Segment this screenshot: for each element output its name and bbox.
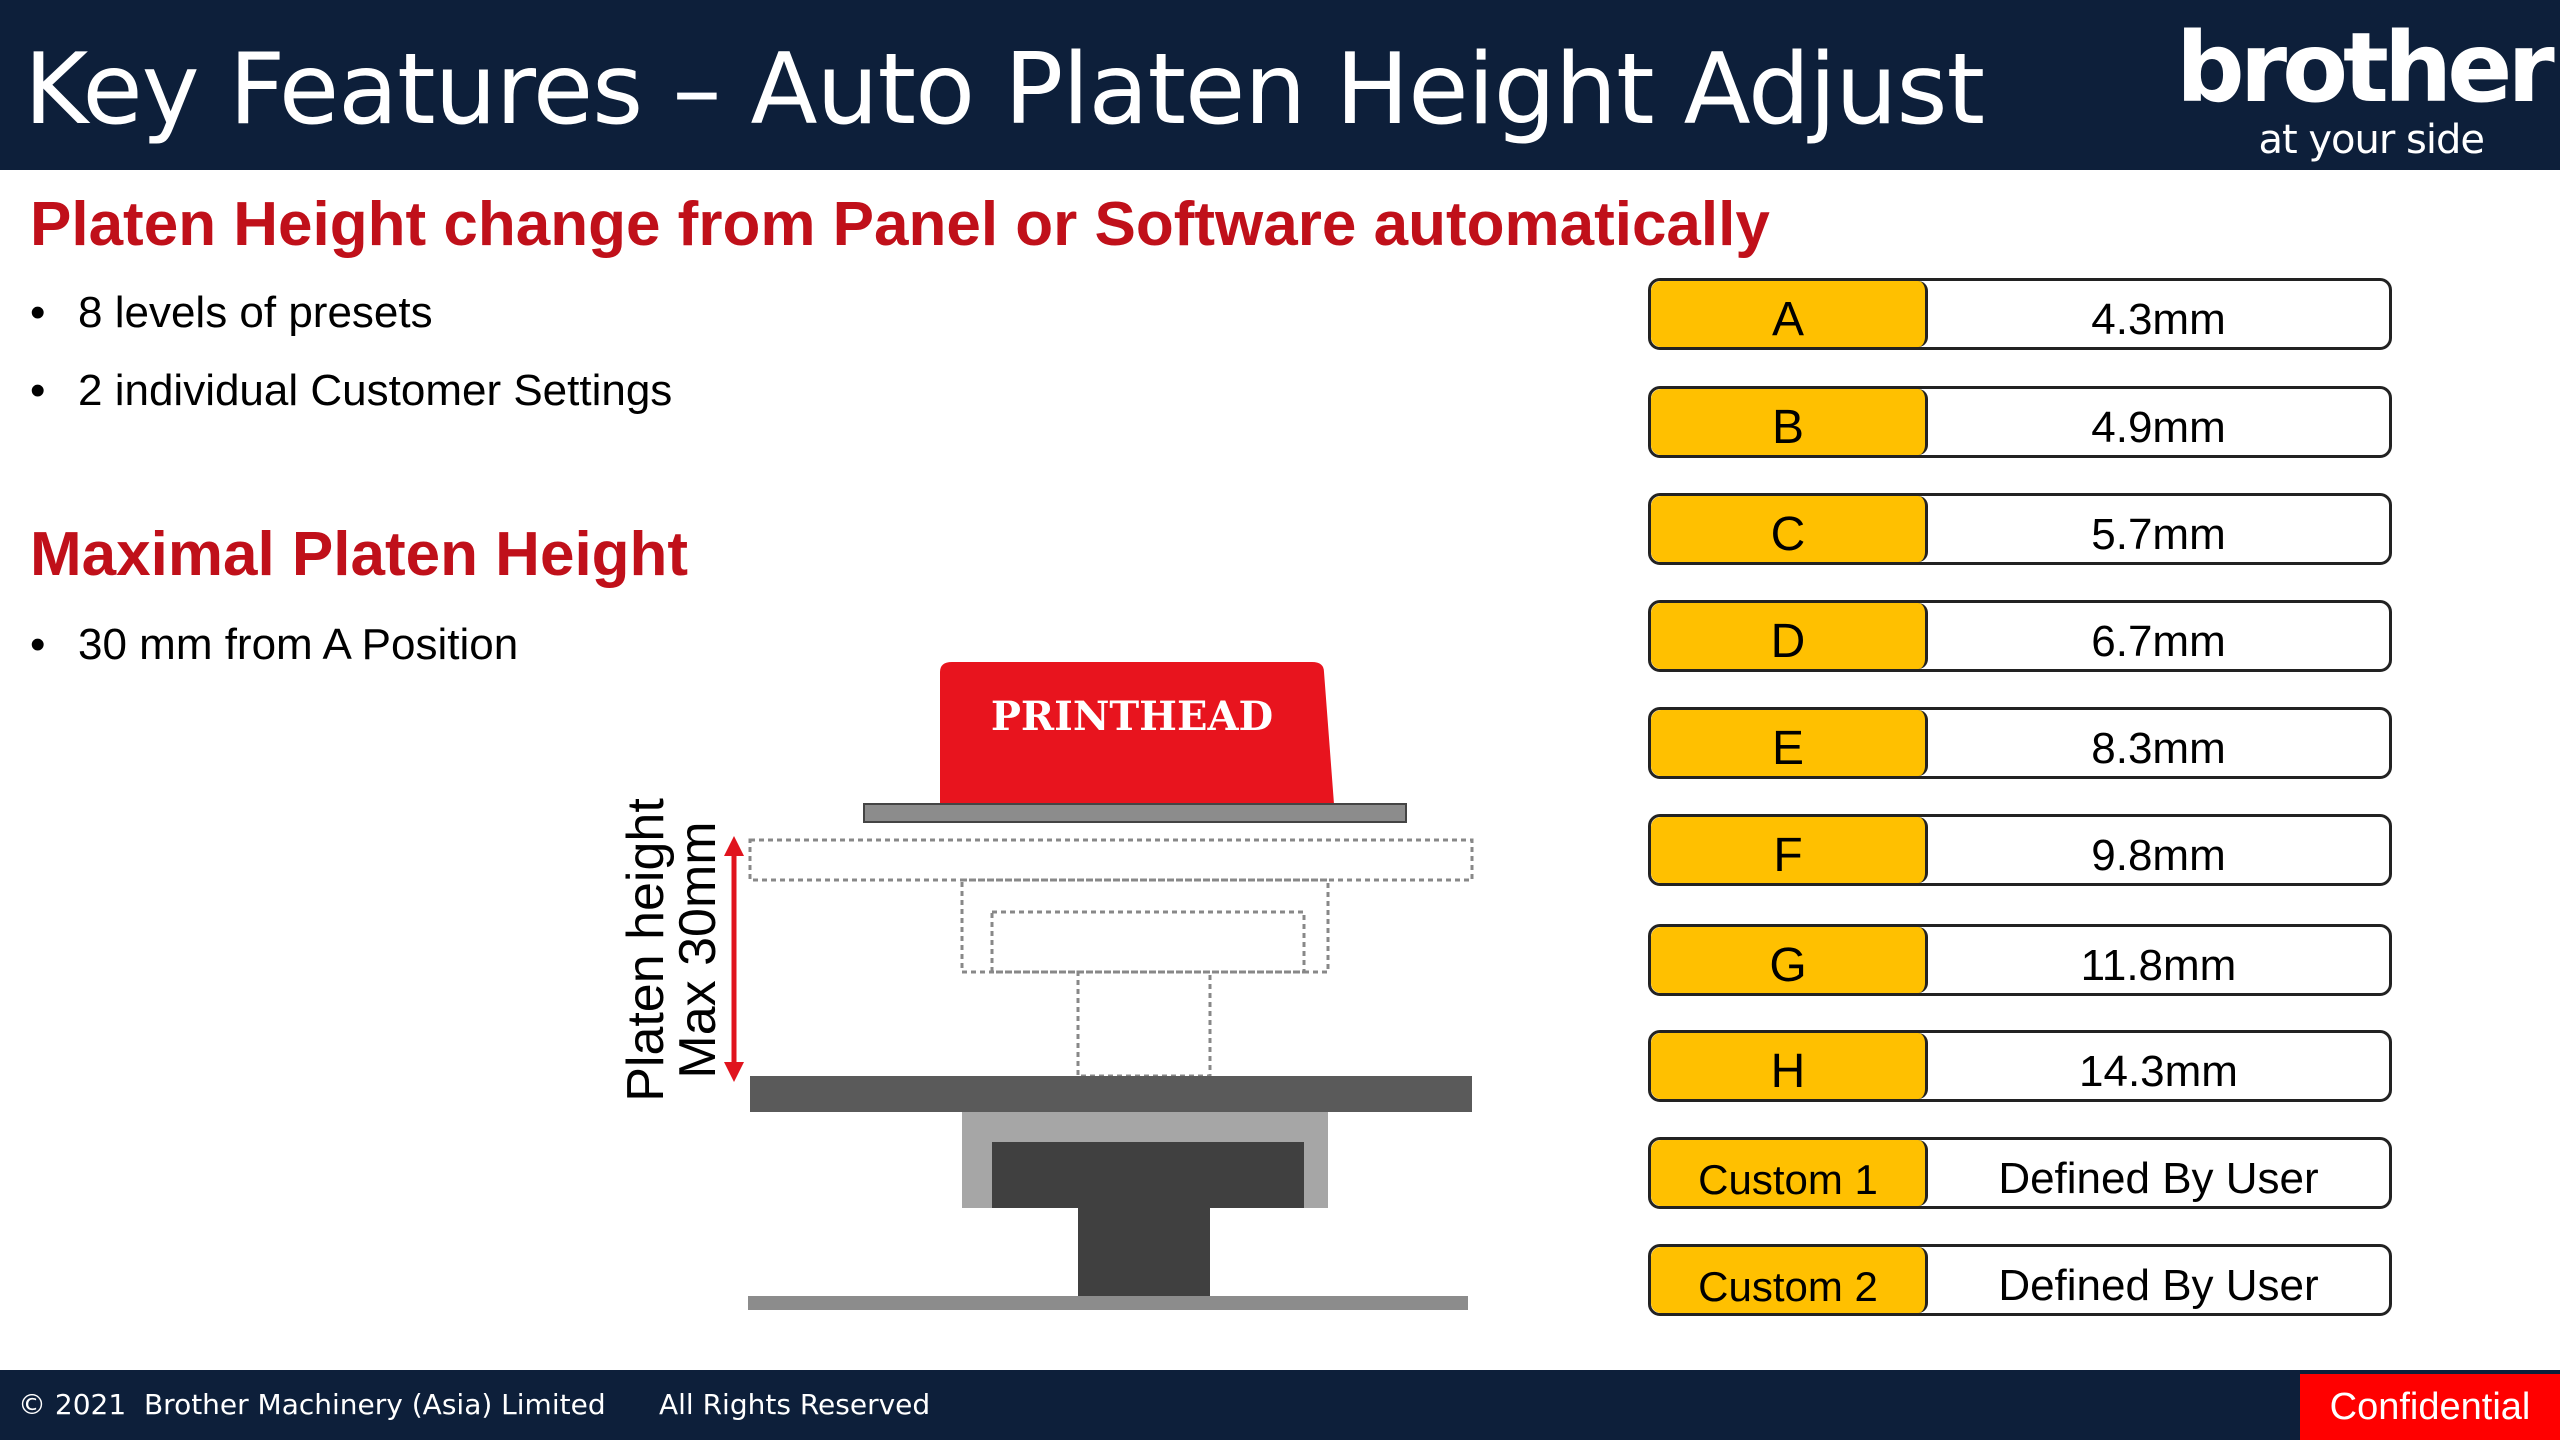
level-row: Custom 2 Defined By User — [1648, 1244, 2392, 1316]
max-platen-outline — [748, 838, 1474, 882]
section-heading-max-height: Maximal Platen Height — [30, 520, 689, 589]
side-label-line1: Platen height — [617, 798, 675, 1102]
logo-tagline: at your side — [2258, 117, 2485, 163]
bullet-item: • 2 individual Customer Settings — [30, 364, 672, 418]
level-row: G 11.8mm — [1648, 924, 2392, 996]
platen-diagram: PRINTHEAD — [600, 650, 1610, 1320]
level-key: D — [1651, 603, 1928, 669]
level-row: H 14.3mm — [1648, 1030, 2392, 1102]
brother-logo: brother at your side — [2176, 12, 2555, 162]
level-row: A 4.3mm — [1648, 278, 2392, 350]
level-value: 4.9mm — [2091, 403, 2226, 452]
level-key: G — [1651, 927, 1928, 993]
level-key: C — [1651, 496, 1928, 562]
platen-support-inner — [992, 1142, 1304, 1208]
bullet-item: • 30 mm from A Position — [30, 618, 518, 672]
platen-surface — [750, 1076, 1472, 1112]
bullet-text: 8 levels of presets — [78, 288, 433, 337]
footer-bar: © 2021 Brother Machinery (Asia) Limited … — [0, 1370, 2560, 1440]
level-key: A — [1651, 281, 1928, 347]
level-row: C 5.7mm — [1648, 493, 2392, 565]
printhead-body — [940, 662, 1334, 804]
base-plate — [748, 1296, 1468, 1310]
level-row: Custom 1 Defined By User — [1648, 1137, 2392, 1209]
confidential-badge: Confidential — [2300, 1374, 2560, 1440]
level-row: E 8.3mm — [1648, 707, 2392, 779]
bullet-text: 30 mm from A Position — [78, 620, 519, 669]
side-label-line2: Max 30mm — [669, 821, 727, 1079]
level-value: 6.7mm — [2091, 617, 2226, 666]
level-key: B — [1651, 389, 1928, 455]
copyright-text: © 2021 Brother Machinery (Asia) Limited … — [18, 1388, 931, 1421]
header-bar: Key Features – Auto Platen Height Adjust… — [0, 0, 2560, 170]
bullet-dot: • — [30, 366, 46, 415]
level-value: 11.8mm — [2080, 941, 2237, 990]
level-value: 14.3mm — [2079, 1047, 2238, 1096]
level-row: F 9.8mm — [1648, 814, 2392, 886]
max-column-outline — [1076, 970, 1212, 1078]
level-row: D 6.7mm — [1648, 600, 2392, 672]
level-value: Defined By User — [1998, 1154, 2319, 1203]
max-support-outline — [960, 878, 1330, 974]
max-inner-outline — [990, 910, 1306, 974]
level-key: E — [1651, 710, 1928, 776]
level-row: B 4.9mm — [1648, 386, 2392, 458]
platen-diagram-svg: PRINTHEAD — [724, 662, 1474, 1310]
bullet-text: 2 individual Customer Settings — [78, 366, 673, 415]
bullet-dot: • — [30, 288, 46, 337]
level-value: 8.3mm — [2091, 724, 2226, 773]
platen-column — [1078, 1208, 1210, 1296]
level-value: 9.8mm — [2091, 831, 2226, 880]
level-value: Defined By User — [1998, 1261, 2319, 1310]
level-key: H — [1651, 1033, 1928, 1099]
platen-height-label: Platen height Max 30mm — [617, 790, 727, 1110]
section-heading-panel-software: Platen Height change from Panel or Softw… — [30, 190, 1770, 259]
printhead-plate — [863, 803, 1407, 823]
level-key: Custom 2 — [1651, 1247, 1928, 1313]
printhead-label: PRINTHEAD — [991, 693, 1273, 740]
level-value: 5.7mm — [2091, 510, 2226, 559]
level-value: 4.3mm — [2091, 295, 2226, 344]
bullet-dot: • — [30, 620, 46, 669]
bullet-item: • 8 levels of presets — [30, 286, 433, 340]
level-key: Custom 1 — [1651, 1140, 1928, 1206]
logo-wordmark: brother — [2176, 12, 2555, 124]
page-title: Key Features – Auto Platen Height Adjust — [24, 33, 1985, 147]
level-key: F — [1651, 817, 1928, 883]
